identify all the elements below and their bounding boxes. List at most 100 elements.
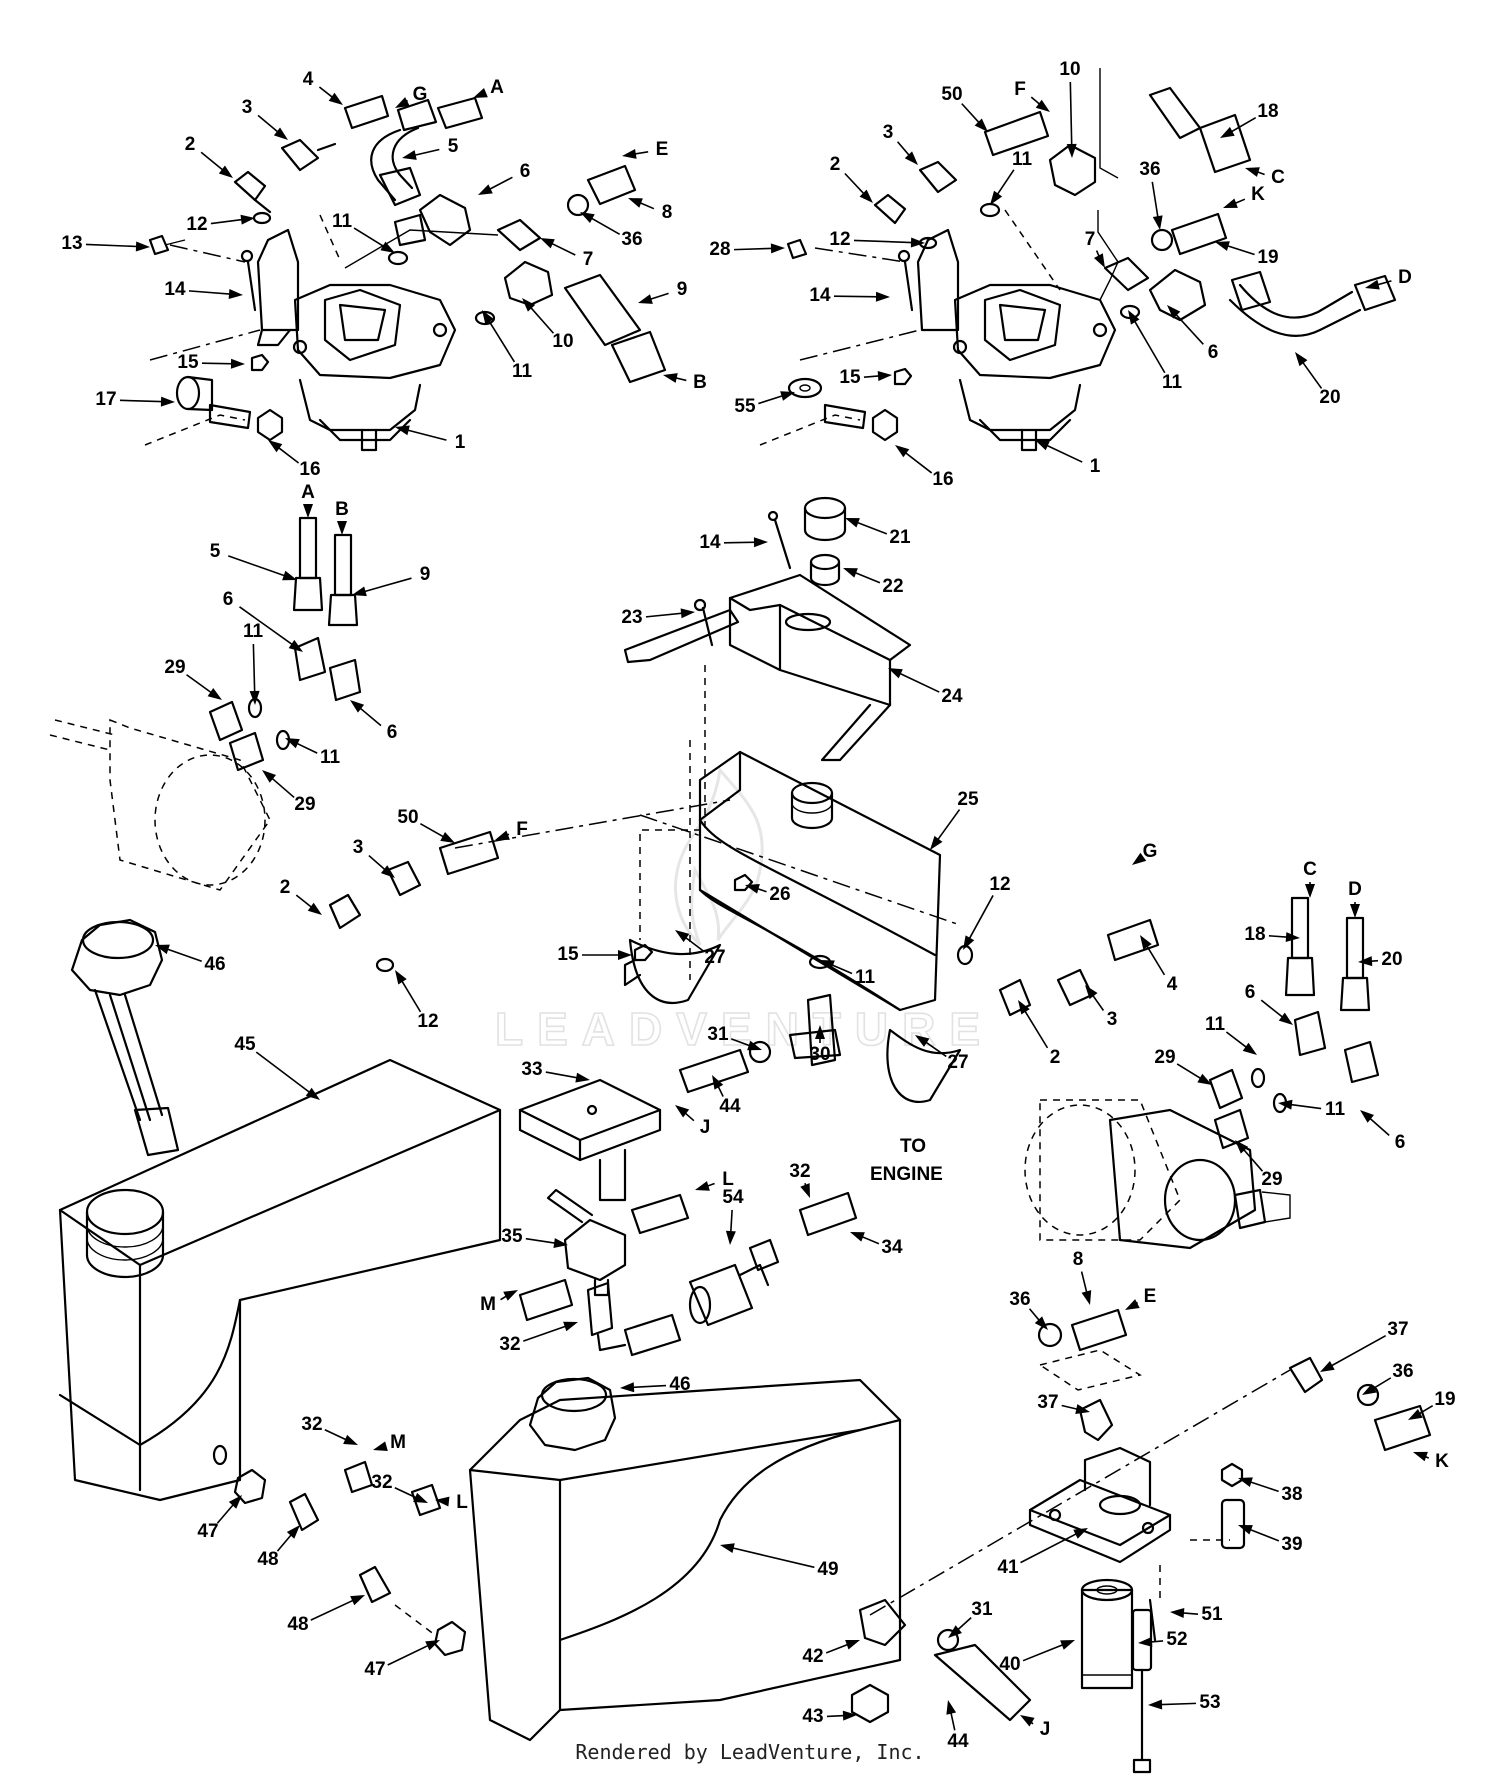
callout-label: 11 bbox=[1325, 1099, 1346, 1120]
callout-arrowhead bbox=[482, 310, 494, 325]
callout-leader bbox=[200, 151, 226, 173]
callout-arrowhead bbox=[435, 1496, 450, 1507]
callout-leader bbox=[995, 169, 1015, 198]
callout-leader bbox=[1022, 1008, 1049, 1049]
callout-leader bbox=[486, 176, 513, 192]
callout-leader bbox=[935, 809, 961, 843]
callout-label: 1 bbox=[455, 432, 466, 453]
callout-label: 53 bbox=[1199, 1692, 1220, 1713]
left-wheel-motor-and-fittings bbox=[49, 516, 500, 973]
callout-leader bbox=[1328, 1334, 1387, 1368]
callout-arrowhead bbox=[307, 902, 322, 915]
callout-arrowhead bbox=[1295, 352, 1308, 367]
callout-label: 2 bbox=[830, 154, 841, 175]
callout-label: C bbox=[1271, 167, 1285, 188]
callout-label: F bbox=[1014, 79, 1026, 100]
callout-leader bbox=[201, 362, 236, 365]
callout-label: 36 bbox=[1392, 1361, 1413, 1382]
callout-label: 48 bbox=[287, 1614, 308, 1635]
to-engine-line-1: TO bbox=[900, 1136, 926, 1157]
callout-arrowhead bbox=[473, 88, 488, 98]
callout-label: 14 bbox=[699, 532, 721, 553]
callout-arrowhead bbox=[228, 288, 243, 299]
callout-label: 11 bbox=[1162, 372, 1183, 393]
callout-arrowhead bbox=[440, 832, 455, 843]
callout-arrowhead bbox=[1085, 985, 1098, 1000]
callout-arrowhead bbox=[1060, 1640, 1075, 1650]
callout-label: 8 bbox=[1073, 1249, 1084, 1270]
callout-leader bbox=[729, 1209, 733, 1236]
callout-label: L bbox=[722, 1169, 734, 1190]
callout-arrowhead bbox=[1238, 1477, 1253, 1487]
callout-label: 5 bbox=[210, 541, 221, 562]
callout-leader bbox=[186, 674, 215, 696]
callout-arrowhead bbox=[1242, 1042, 1257, 1055]
callout-arrowhead bbox=[780, 391, 795, 401]
callout-leader bbox=[1228, 117, 1257, 134]
callout-arrowhead bbox=[286, 1525, 300, 1539]
callout-arrowhead bbox=[1125, 1299, 1140, 1310]
callout-arrowhead bbox=[240, 214, 255, 225]
callout-arrowhead bbox=[675, 930, 690, 943]
callout-arrowhead bbox=[228, 1495, 242, 1509]
callout-arrowhead bbox=[888, 668, 903, 679]
to-engine-note: TO ENGINE bbox=[870, 1136, 943, 1185]
callout-arrowhead bbox=[540, 238, 555, 249]
callout-arrowhead bbox=[843, 568, 858, 578]
watermark-flame-logo bbox=[674, 766, 764, 947]
callout-leader bbox=[961, 103, 982, 126]
callout-leader bbox=[853, 239, 916, 244]
callout-leader bbox=[353, 227, 387, 249]
callout-leader bbox=[844, 172, 867, 197]
callout-arrowhead bbox=[380, 865, 395, 878]
callout-arrowhead bbox=[553, 1238, 568, 1248]
callout-label: A bbox=[490, 77, 504, 98]
callout-label: 6 bbox=[223, 589, 234, 610]
callout-leader bbox=[486, 317, 516, 363]
hydraulic-filter-assembly bbox=[850, 1308, 1432, 1774]
callout-label: G bbox=[1143, 841, 1158, 862]
callout-leader bbox=[528, 304, 555, 334]
callout-arrowhead bbox=[337, 521, 347, 535]
callout-arrowhead bbox=[580, 212, 595, 224]
callout-arrowhead bbox=[1140, 935, 1152, 950]
callout-leader bbox=[255, 1051, 313, 1095]
callout-label: C bbox=[1303, 859, 1317, 880]
callout-arrowhead bbox=[1278, 1099, 1293, 1110]
callout-label: 27 bbox=[704, 947, 725, 968]
callout-label: 6 bbox=[387, 722, 398, 743]
callout-leader bbox=[525, 1237, 559, 1245]
right-wheel-motor-and-fittings bbox=[998, 896, 1380, 1250]
callout-label: 43 bbox=[802, 1706, 823, 1727]
callout-label: F bbox=[516, 819, 528, 840]
callout-label: 38 bbox=[1281, 1484, 1302, 1505]
callout-arrowhead bbox=[930, 835, 943, 850]
callout-arrowhead bbox=[1138, 1636, 1153, 1647]
callout-arrowhead bbox=[522, 298, 536, 312]
callout-leader bbox=[399, 978, 422, 1013]
callout-arrowhead bbox=[352, 586, 367, 597]
callout-leader bbox=[411, 148, 440, 157]
callout-arrowhead bbox=[974, 118, 988, 132]
callout-leader bbox=[1260, 999, 1286, 1020]
callout-leader bbox=[404, 428, 447, 441]
callout-label: 4 bbox=[1167, 974, 1178, 995]
callout-arrowhead bbox=[1350, 904, 1360, 918]
callout-arrowhead bbox=[622, 148, 637, 159]
callout-arrowhead bbox=[712, 1075, 724, 1090]
callout-label: 44 bbox=[947, 1731, 969, 1752]
fuel-tanks-and-valve bbox=[58, 918, 902, 1742]
callout-arrowhead bbox=[160, 396, 175, 407]
callout-arrowhead bbox=[1148, 1699, 1163, 1710]
callout-label: D bbox=[1348, 879, 1362, 900]
callout-label: D bbox=[1398, 267, 1412, 288]
callout-label: 32 bbox=[499, 1334, 520, 1355]
callout-label: 55 bbox=[734, 396, 756, 417]
callout-label: L bbox=[456, 1492, 468, 1513]
callout-leader bbox=[216, 1501, 236, 1524]
callout-arrowhead bbox=[1035, 440, 1050, 451]
callout-label: 28 bbox=[709, 239, 730, 260]
callout-label: 15 bbox=[557, 944, 579, 965]
callout-arrowhead bbox=[1128, 310, 1140, 325]
callout-leader bbox=[1144, 943, 1166, 976]
